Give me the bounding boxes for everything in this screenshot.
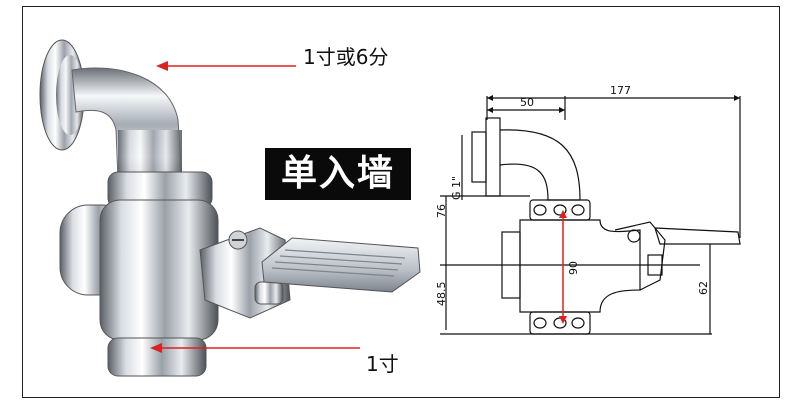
callout-arrow-top — [156, 61, 296, 71]
drawing-valve-body — [519, 219, 641, 313]
callout-label-bottom: 1寸 — [366, 352, 399, 376]
dim-label-177: 177 — [610, 84, 631, 97]
elbow-pipe — [71, 67, 183, 181]
drawing-flange — [461, 117, 501, 200]
foot-pedal — [261, 237, 421, 293]
dim-label-thread: G 1" — [450, 176, 463, 200]
dim-label-62: 62 — [697, 281, 710, 295]
callout-label-top: 1寸或6分 — [303, 45, 389, 69]
pedal-arm — [199, 227, 291, 319]
dim-label-90: 90 — [567, 261, 580, 275]
drawing-elbow — [499, 129, 581, 201]
callout-arrow-bottom — [150, 343, 360, 353]
dim-label-50: 50 — [520, 96, 534, 109]
drawing-pedal-mechanism — [614, 221, 741, 291]
wall-entry-badge: 单入墙 — [265, 148, 411, 200]
dim-label-76: 76 — [435, 204, 448, 218]
dim-label-48-5: 48.5 — [435, 282, 448, 307]
center-distance-arrow — [559, 210, 567, 324]
valve-body — [59, 199, 219, 341]
